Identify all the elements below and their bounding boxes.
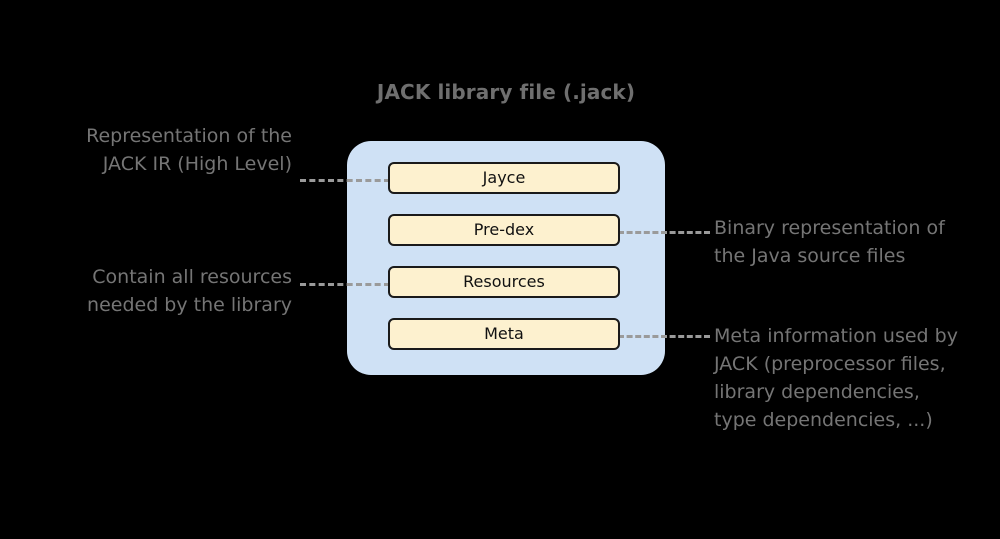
section-box-predex: Pre-dex bbox=[388, 214, 620, 246]
page-title: JACK library file (.jack) bbox=[376, 80, 636, 104]
annotation-resources: Contain all resources needed by the libr… bbox=[87, 266, 292, 316]
annotation-predex: Binary representation of the Java source… bbox=[714, 217, 945, 267]
section-box-jayce: Jayce bbox=[388, 162, 620, 194]
connector-line-meta bbox=[618, 335, 710, 338]
connector-line-predex bbox=[618, 231, 710, 234]
connector-line-resources bbox=[300, 283, 390, 286]
annotation-jayce: Representation of the JACK IR (High Leve… bbox=[86, 125, 292, 175]
annotation-meta: Meta information used by JACK (preproces… bbox=[714, 325, 958, 431]
connector-line-jayce bbox=[300, 179, 390, 182]
section-label-resources: Resources bbox=[463, 272, 545, 291]
section-box-resources: Resources bbox=[388, 266, 620, 298]
section-label-meta: Meta bbox=[484, 324, 524, 343]
section-label-jayce: Jayce bbox=[482, 168, 526, 187]
section-box-meta: Meta bbox=[388, 318, 620, 350]
section-label-predex: Pre-dex bbox=[473, 220, 535, 239]
